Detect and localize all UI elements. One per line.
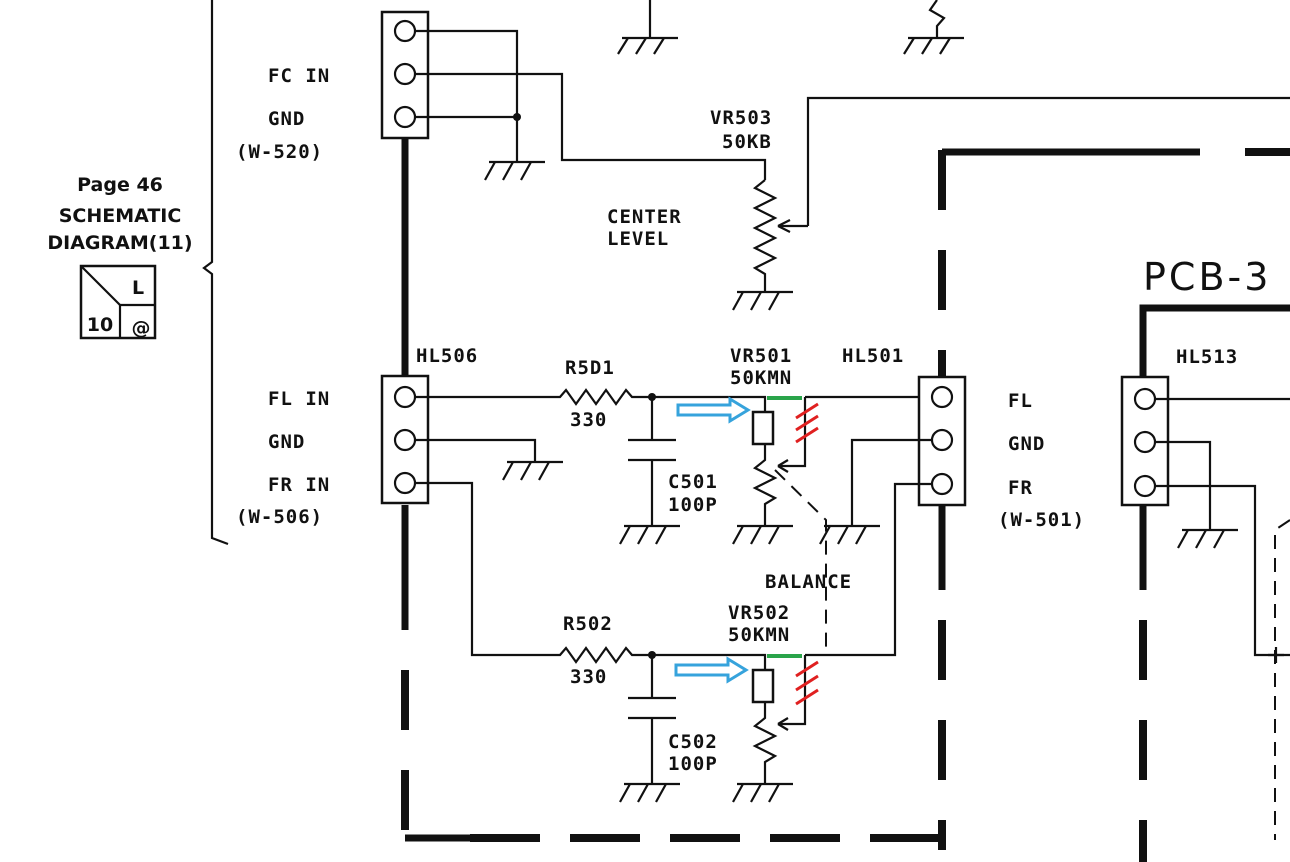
center-level-line2: LEVEL: [607, 228, 669, 250]
r501-resistor: [415, 388, 652, 406]
vr501-ref: VR501: [730, 345, 792, 367]
terminal: [393, 471, 417, 495]
vr501-switch-element: [751, 410, 775, 446]
terminal: [393, 428, 417, 452]
vr503-value: 50KB: [722, 131, 772, 153]
connector-hl506-name: HL506: [416, 345, 478, 367]
center-level-line1: CENTER: [607, 206, 682, 228]
connector-hl513-pin1: FL: [1008, 390, 1033, 412]
c501-capacitor: [628, 397, 676, 526]
terminal: [1133, 474, 1157, 498]
connector-hl513-pin2: GND: [1008, 433, 1045, 455]
partial-dashed-link: [1274, 519, 1290, 840]
terminal: [930, 472, 954, 496]
connector-hl506-pin3: FR IN: [268, 474, 330, 496]
connector-hl506: HL506 FL IN GND FR IN (W-506): [236, 345, 478, 528]
ground-symbol: [617, 0, 678, 55]
terminal: [1133, 430, 1157, 454]
connector-hl513: HL513 FL GND FR (W-501): [998, 346, 1238, 531]
r501-ref: R5D1: [565, 357, 615, 379]
vr501-value: 50KMN: [730, 367, 792, 389]
vr503-ref: VR503: [710, 107, 772, 129]
connector-hl506-pin1: FL IN: [268, 388, 330, 410]
arrow-icon: [676, 396, 751, 424]
connector-hl513-wire: (W-501): [998, 509, 1085, 531]
cut-mark: [795, 402, 819, 444]
ground-symbol: [819, 524, 880, 545]
r501-value: 330: [570, 409, 607, 431]
pcb-label: PCB-3: [1143, 255, 1271, 299]
terminal: [930, 428, 954, 452]
sheet-symbol: @: [132, 317, 151, 339]
vr501-wiper: [777, 397, 807, 473]
connector-fc: FC IN GND (W-520): [236, 10, 430, 163]
c501-value: 100P: [668, 494, 718, 516]
terminal: [393, 385, 417, 409]
vr503-wiper: [777, 219, 808, 233]
c502-ref: C502: [668, 731, 718, 753]
reference-title-line2: DIAGRAM(11): [47, 232, 192, 254]
ground-symbol: [732, 290, 793, 311]
sheet-number: 10: [87, 314, 113, 336]
connector-fc-pin2: GND: [268, 108, 305, 130]
vr502-value: 50KMN: [728, 624, 790, 646]
c501-ref: C501: [668, 471, 718, 493]
vr503-resistor: [752, 179, 778, 292]
reference-bracket: [202, 0, 229, 546]
markup-annotations: [674, 396, 819, 706]
reference-block: Page 46 SCHEMATIC DIAGRAM(11) L 10 @: [47, 0, 229, 546]
cut-mark: [795, 660, 819, 706]
vr502-wiper: [777, 655, 807, 731]
ground-symbol: [732, 782, 793, 803]
vr501-resistor: [752, 444, 778, 526]
ground-symbol: [484, 160, 545, 181]
ground-symbol: [502, 460, 563, 481]
ground-symbol: [619, 782, 680, 803]
ground-symbol: [619, 524, 680, 545]
connector-hl506-pin2: GND: [268, 431, 305, 453]
sheet-box-diagonal: [80, 265, 121, 306]
connector-fc-wire: (W-520): [236, 141, 323, 163]
terminal: [393, 19, 417, 43]
connector-hl501-name: HL501: [842, 345, 904, 367]
ground-symbol: [1177, 528, 1238, 549]
r502-value: 330: [570, 666, 607, 688]
terminal: [930, 385, 954, 409]
arrow-icon: [674, 656, 749, 684]
terminal: [393, 62, 417, 86]
r502-ref: R502: [563, 613, 613, 635]
connector-fc-pin1: FC IN: [268, 65, 330, 87]
ground-symbol: [903, 0, 964, 55]
sheet-letter: L: [132, 277, 144, 299]
vr502-ref: VR502: [728, 602, 790, 624]
reference-page: Page 46: [77, 174, 163, 196]
c502-capacitor: [628, 655, 676, 784]
balance-gang-link: [774, 469, 827, 650]
connector-hl506-wire: (W-506): [236, 506, 323, 528]
connector-hl513-pin3: FR: [1008, 477, 1033, 499]
connector-hl513-name: HL513: [1176, 346, 1238, 368]
c502-value: 100P: [668, 753, 718, 775]
vr502-resistor: [752, 702, 778, 784]
ground-symbol: [732, 524, 793, 545]
terminal: [393, 105, 417, 129]
vr502-switch-element: [751, 668, 775, 704]
terminal: [1133, 387, 1157, 411]
reference-title-line1: SCHEMATIC: [59, 205, 182, 227]
balance-label: BALANCE: [765, 571, 852, 593]
